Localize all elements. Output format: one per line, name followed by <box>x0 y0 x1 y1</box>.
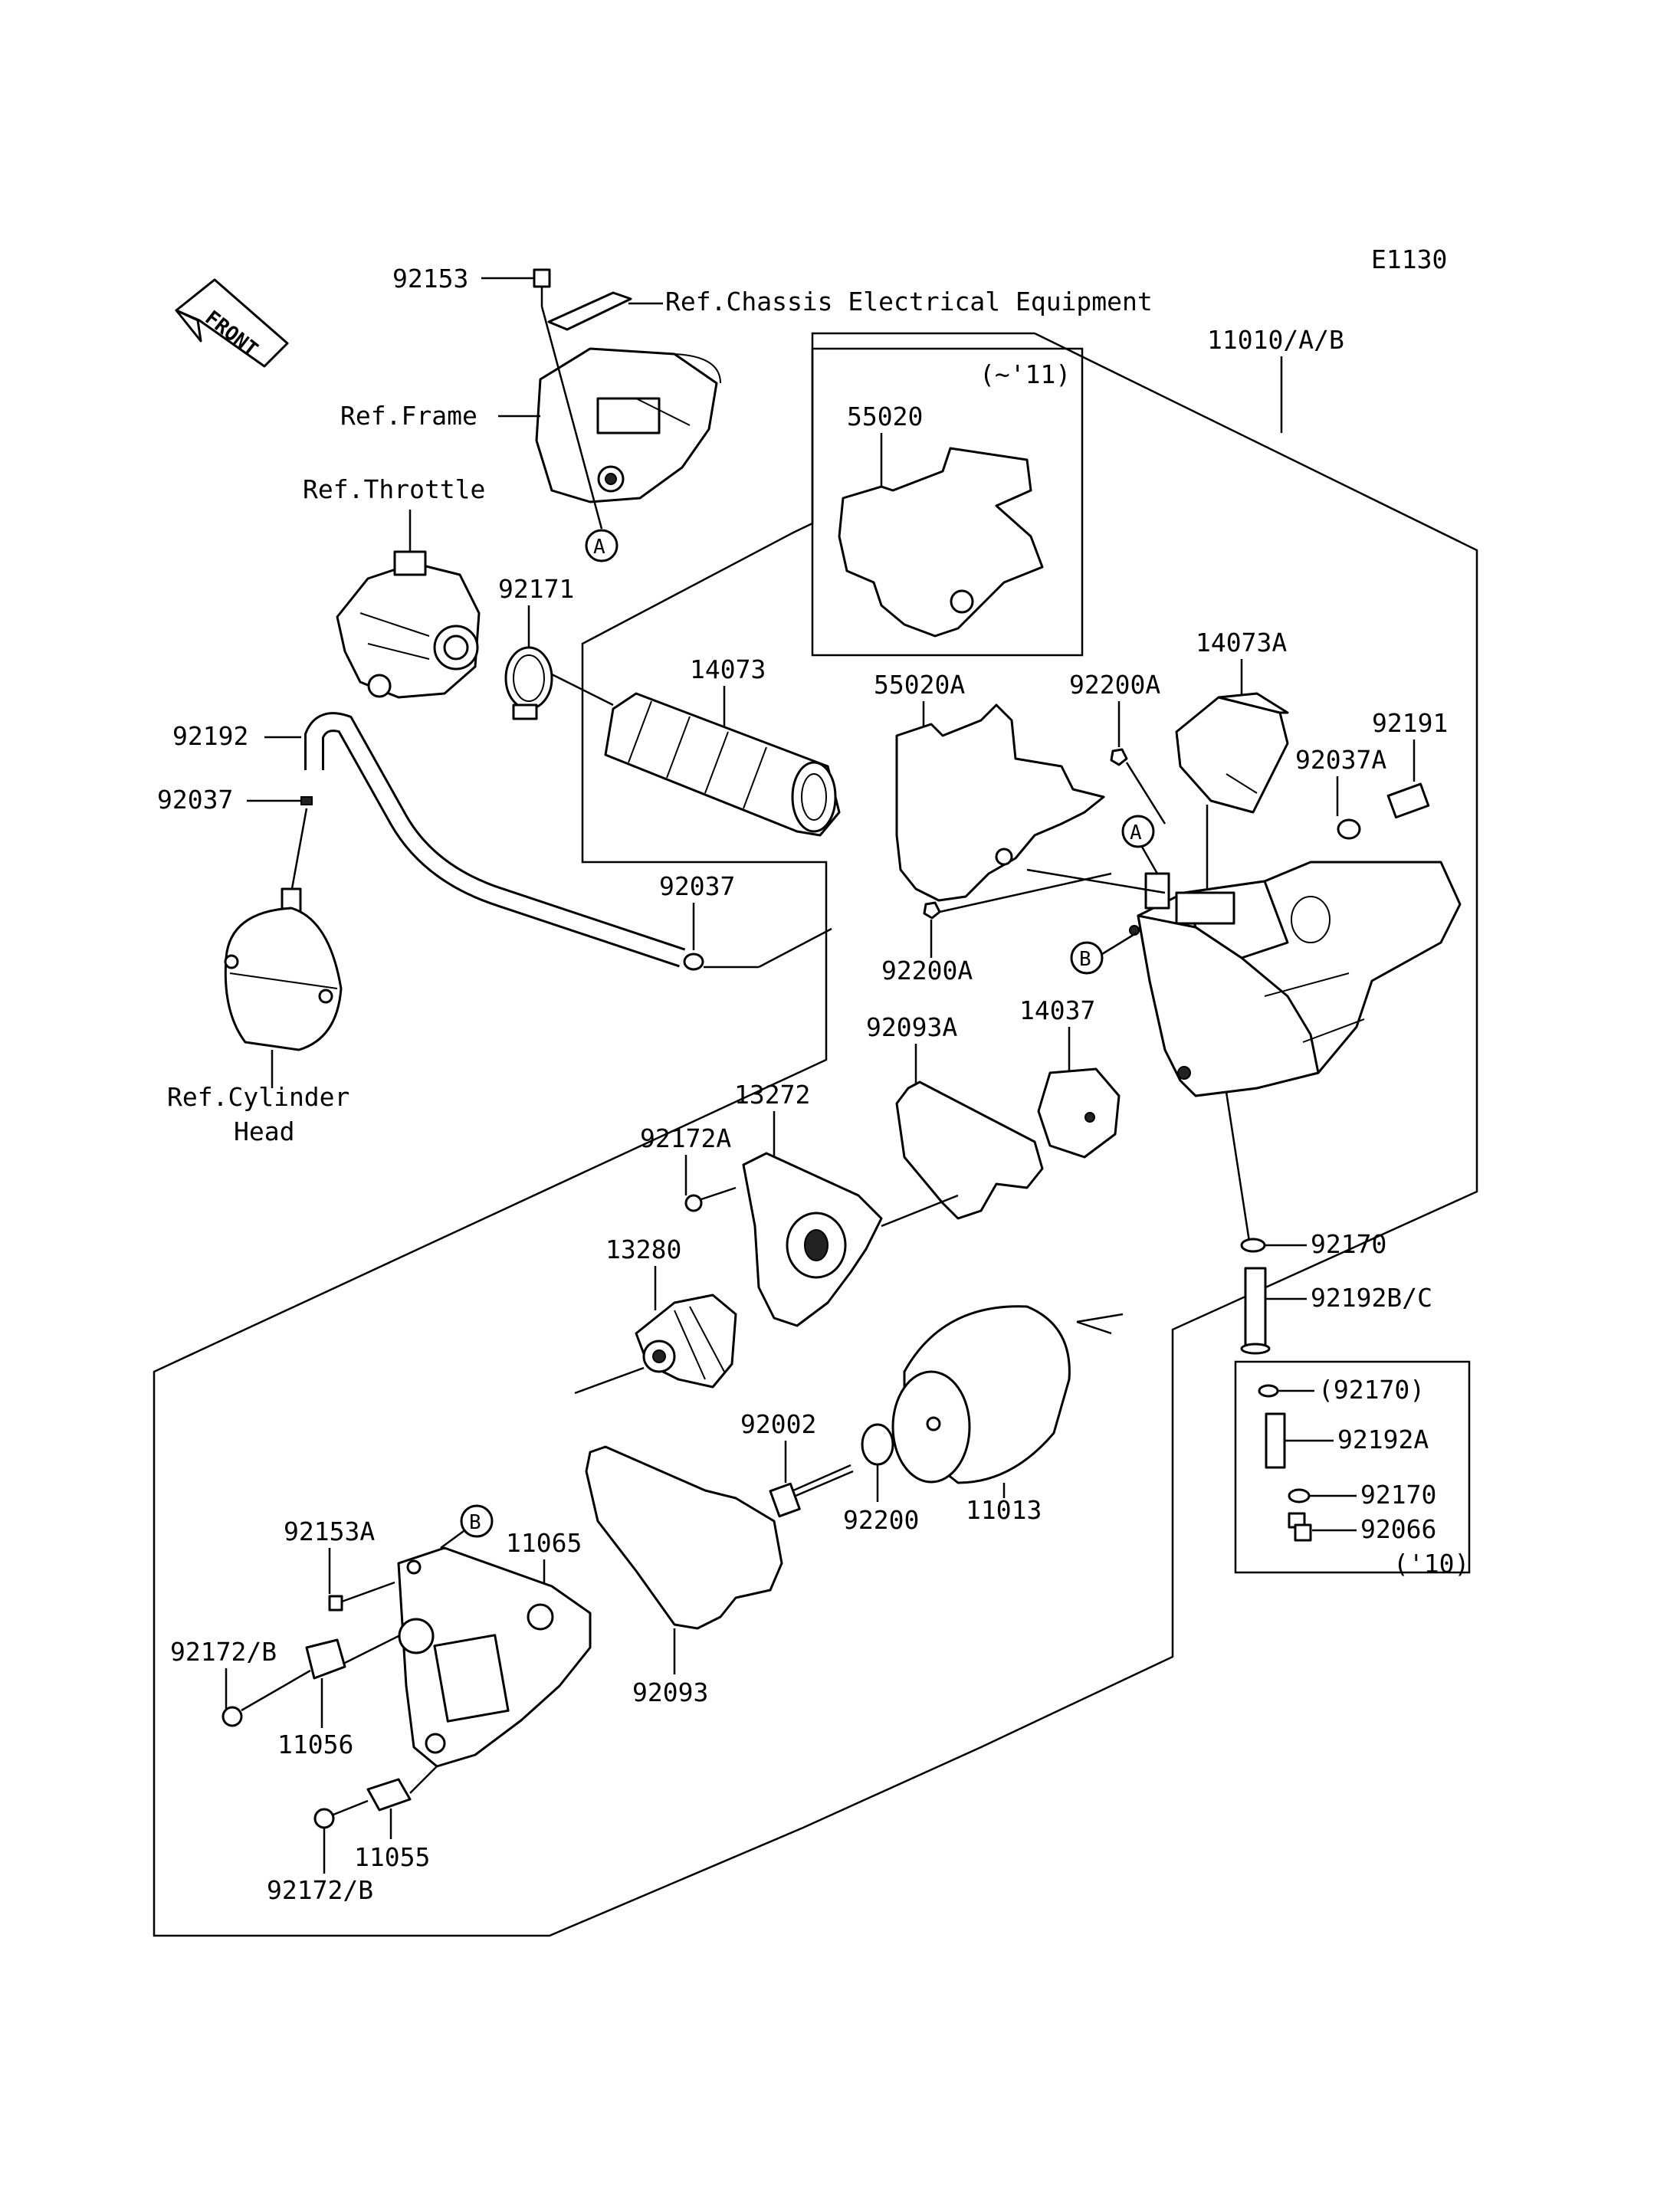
ref-cylinder-head-line2: Head <box>234 1117 294 1146</box>
part-11010: 11010/A/B <box>1207 325 1344 355</box>
clip-92037A <box>1337 818 1361 840</box>
nut-92200A-bottom <box>923 901 941 920</box>
inset-part-1: (92170) <box>1318 1375 1425 1405</box>
washer-92200 <box>861 1423 894 1466</box>
part-92037A: 92037A <box>1295 745 1386 775</box>
air-filter-11013 <box>891 1305 1071 1484</box>
part-92200A-top: 92200A <box>1069 670 1160 700</box>
svg-text:B: B <box>1079 948 1091 971</box>
diagram-code: E1130 <box>1371 244 1447 274</box>
part-92093: 92093 <box>632 1677 708 1707</box>
part-92171: 92171 <box>498 574 574 604</box>
assembly-frames <box>153 332 1478 1937</box>
bolt-92153 <box>481 268 551 307</box>
part-92037-left: 92037 <box>157 785 233 815</box>
gasket-55020 <box>838 447 1044 638</box>
throttle-body <box>336 510 481 699</box>
ref-frame: Ref.Frame <box>340 401 477 431</box>
intake-boot-14073A <box>1175 692 1289 889</box>
part-92192: 92192 <box>172 721 248 751</box>
marker-b-case: B <box>1070 932 1137 975</box>
part-92153A: 92153A <box>284 1517 375 1546</box>
ref-throttle: Ref.Throttle <box>303 474 485 504</box>
plate-13272 <box>742 1152 883 1327</box>
cover-14037 <box>1037 1067 1121 1159</box>
inset-part-2: 92192A <box>1337 1425 1429 1454</box>
bracket-11055 <box>366 1778 412 1812</box>
bracket-11056 <box>305 1638 346 1680</box>
part-92170: 92170 <box>1311 1229 1386 1259</box>
bolt-92153A <box>328 1581 395 1612</box>
front-arrow-icon: FRONT <box>175 278 289 368</box>
cylinder-head-cover <box>224 808 343 1088</box>
part-92191: 92191 <box>1372 708 1448 738</box>
part-11055: 11055 <box>354 1842 430 1872</box>
chassis-stay <box>547 291 663 331</box>
tube-92191 <box>1386 782 1430 819</box>
bolt-92002 <box>769 1464 854 1518</box>
part-92200A-bottom: 92200A <box>881 956 973 985</box>
gasket-92093A <box>895 1080 1044 1220</box>
clip-92037-left <box>300 796 313 805</box>
part-55020: 55020 <box>847 402 923 431</box>
svg-text:B: B <box>469 1511 481 1534</box>
inset-part-4: 92066 <box>1360 1514 1436 1544</box>
part-55020A: 55020A <box>874 670 965 700</box>
part-14073A: 14073A <box>1196 628 1287 657</box>
inset-fitting <box>1288 1512 1312 1542</box>
part-92172B-bottom: 92172/B <box>267 1875 373 1905</box>
part-92200: 92200 <box>843 1505 919 1535</box>
part-92037-mid: 92037 <box>659 871 735 901</box>
marker-b-cover: B <box>440 1504 494 1549</box>
svg-text:A: A <box>1130 821 1142 844</box>
gasket-55020A <box>895 703 1105 902</box>
element-holder-13280 <box>635 1294 737 1389</box>
part-11056: 11056 <box>277 1730 353 1759</box>
seal-92093 <box>585 1445 783 1630</box>
inset-clip-1 <box>1258 1384 1279 1398</box>
breather-hose-92192 <box>304 712 686 968</box>
ref-cylinder-head-line1: Ref.Cylinder <box>167 1082 349 1112</box>
part-13280: 13280 <box>605 1235 681 1264</box>
inset-tube <box>1265 1412 1286 1469</box>
part-92172A: 92172A <box>640 1123 731 1153</box>
intake-duct-14073 <box>604 692 841 837</box>
inset-part-3: 92170 <box>1360 1480 1436 1510</box>
part-14073: 14073 <box>690 654 766 684</box>
svg-text:A: A <box>593 536 605 559</box>
part-92153: 92153 <box>392 264 468 293</box>
frame-section <box>498 306 721 530</box>
drain-tube-92192BC <box>1240 1267 1271 1355</box>
inset-clip-2 <box>1288 1488 1311 1503</box>
inset-note: ('10) <box>1393 1549 1469 1579</box>
clamp-92171 <box>504 646 553 720</box>
part-92093A: 92093A <box>866 1012 957 1042</box>
screw-92172B-top <box>221 1669 311 1727</box>
part-92002: 92002 <box>740 1409 816 1439</box>
ref-chassis-electrical: Ref.Chassis Electrical Equipment <box>665 287 1153 316</box>
airbox-case-11010 <box>1129 861 1462 1097</box>
nut-92200A-top <box>1110 748 1128 766</box>
marker-a-top: A <box>585 529 619 562</box>
clip-92170 <box>1240 1238 1266 1253</box>
part-92172B-top: 92172/B <box>170 1637 277 1667</box>
part-13272: 13272 <box>734 1080 810 1110</box>
marker-a-case: A <box>1121 815 1159 874</box>
part-14037: 14037 <box>1019 995 1095 1025</box>
clip-92037-mid <box>683 953 704 971</box>
inset-top-note: (~'11) <box>979 359 1071 389</box>
screw-92172A <box>684 1186 737 1212</box>
side-cover-11065 <box>397 1546 592 1768</box>
screw-92172B-bottom <box>313 1799 369 1829</box>
part-92192BC: 92192B/C <box>1311 1283 1432 1313</box>
cover-14037-hole <box>1084 1112 1095 1123</box>
part-11013: 11013 <box>966 1495 1042 1525</box>
part-11065: 11065 <box>506 1528 582 1558</box>
